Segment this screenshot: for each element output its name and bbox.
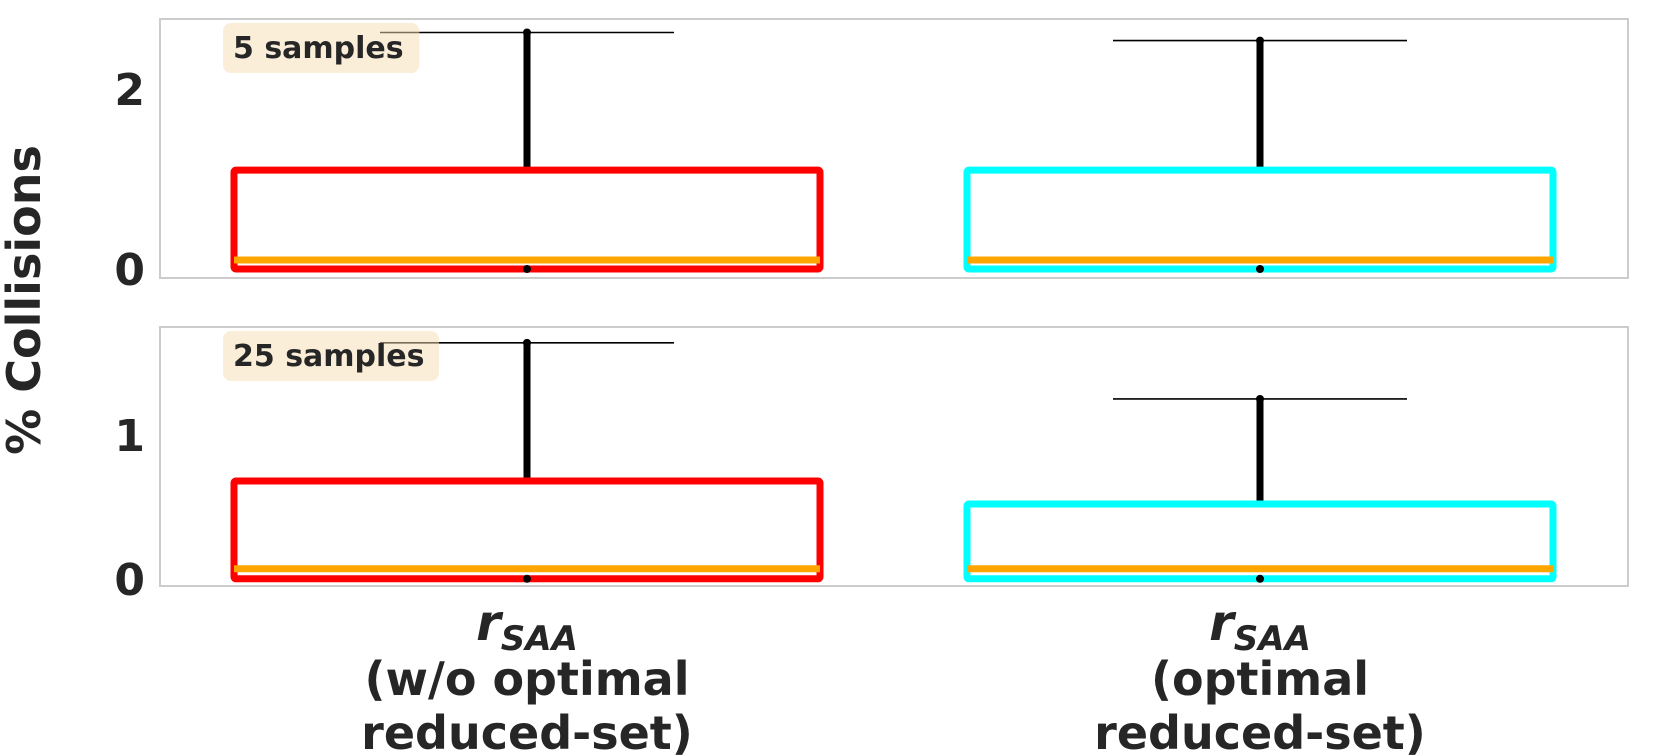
upper-whisker-end [1256, 394, 1264, 403]
x-category-symbol: rSAA [1209, 594, 1311, 659]
lower-whisker-end [1256, 574, 1264, 583]
y-tick-label: 0 [114, 555, 145, 606]
y-tick-label: 0 [114, 245, 145, 296]
sample-annotation: 25 samples [223, 331, 439, 381]
box-rect [230, 477, 824, 583]
box-rect [963, 166, 1557, 273]
box-2 [963, 36, 1557, 274]
panel-frame [159, 18, 1629, 279]
box-1 [230, 28, 824, 274]
panel-2: 0 1 25 samples [114, 326, 1629, 606]
box-2 [963, 394, 1557, 583]
annotation-text: 5 samples [233, 31, 404, 66]
x-category-line: reduced-set) [1094, 706, 1426, 756]
box-rect [230, 166, 824, 273]
annotation-text: 25 samples [233, 339, 425, 374]
x-category-labels: rSAA(w/o optimalreduced-set)rSAA(optimal… [361, 594, 1426, 756]
x-category-symbol: rSAA [476, 594, 578, 659]
lower-whisker-end [523, 574, 531, 583]
panel-frame [159, 326, 1629, 587]
y-tick-label: 2 [114, 65, 145, 116]
sample-annotation: 5 samples [223, 23, 420, 73]
annotation-background [223, 23, 420, 73]
upper-whisker-end [523, 28, 531, 37]
panel-1: 0 2 5 samples [114, 18, 1629, 296]
lower-whisker-end [523, 265, 531, 274]
y-axis-label: % Collisions [0, 145, 51, 455]
x-category-line: (optimal [1151, 652, 1369, 706]
upper-whisker-end [523, 338, 531, 347]
annotation-background [223, 331, 439, 381]
x-category-line: (w/o optimal [365, 652, 690, 706]
lower-whisker-end [1256, 265, 1264, 274]
x-category-line: reduced-set) [361, 706, 693, 756]
upper-whisker-end [1256, 36, 1264, 45]
y-tick-label: 1 [114, 411, 145, 462]
